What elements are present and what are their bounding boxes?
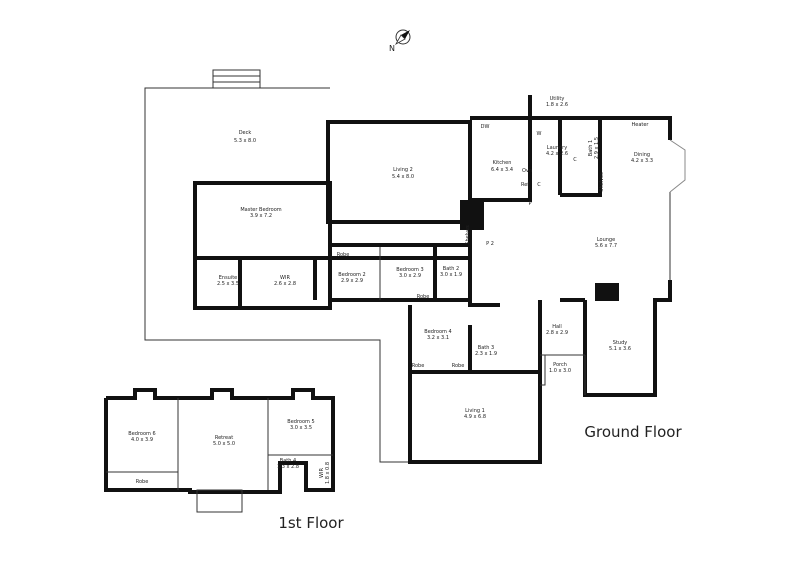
fixture-shelves: Shelves [465, 225, 471, 245]
room-label-master-bedroom: Master Bedroom [240, 207, 281, 213]
room-size: 2.6 x 2.8 [274, 281, 296, 287]
room-label-utility: Utility [550, 96, 565, 102]
room-size: 4.9 x 6.8 [464, 414, 486, 420]
room-size: 6.4 x 3.4 [491, 167, 513, 173]
fixture-robe: Robe [337, 252, 350, 258]
room-label-dining: Dining [634, 152, 650, 158]
room-size: 4.2 x 2.6 [546, 151, 568, 157]
room-size: 4.0 x 3.9 [131, 437, 153, 443]
room-label-living-2: Living 2 [393, 167, 413, 173]
room-size: 2.3 x 1.9 [475, 351, 497, 357]
room-label-hall: Hall [552, 324, 562, 330]
fixture-w: W [537, 131, 542, 137]
room-size: 5.4 x 8.0 [392, 174, 414, 180]
fixture-p2: P 2 [486, 241, 494, 247]
room-size: 1.0 x 3.0 [549, 368, 571, 374]
room-size: 1.8 x 0.8 [325, 462, 331, 484]
room-label-bath-1: Bath 1 [588, 140, 594, 156]
room-label-laundry: Laundry [547, 145, 567, 151]
room-label-lounge: Lounge [597, 237, 615, 243]
ground-floor-title: Ground Floor [584, 423, 682, 441]
room-label-bath-2: Bath 2 [443, 266, 459, 272]
room-size: 2.9 x 1.5 [594, 137, 600, 159]
fixture-heater: Heater [632, 122, 650, 128]
fixture-oven: Ovn [522, 168, 532, 174]
ground-floor-labels: Deck 5.3 x 8.0 Living 2 5.4 x 8.0 Kitche… [217, 96, 682, 441]
room-label-bedroom-3: Bedroom 3 [396, 267, 423, 273]
room-label-bedroom-6: Bedroom 6 [128, 431, 155, 437]
ground-floor-walls [193, 95, 686, 464]
room-size: 3.0 x 1.9 [440, 272, 462, 278]
room-size: 3.2 x 3.1 [427, 335, 449, 341]
room-size: 2.5 x 3.5 [217, 281, 239, 287]
fixture-shelves: Shelves [599, 172, 605, 192]
room-label-kitchen: Kitchen [493, 160, 512, 166]
room-label-bath-3: Bath 3 [478, 345, 494, 351]
fixture-c: C [573, 157, 577, 163]
room-label-ensuite: Ensuite [219, 275, 238, 281]
room-label-bedroom-2: Bedroom 2 [338, 272, 365, 278]
room-size: 3.0 x 3.5 [290, 425, 312, 431]
fixture-dw: DW [481, 124, 490, 130]
room-label-living-1: Living 1 [465, 408, 485, 414]
first-floor-title: 1st Floor [278, 514, 344, 532]
room-size: 1.8 x 2.6 [546, 102, 568, 108]
room-size: 5.3 x 8.0 [234, 138, 256, 144]
fixture-p: P [528, 201, 531, 207]
fixture-c: C [537, 182, 541, 188]
room-label-study: Study [613, 340, 627, 346]
first-floor-walls [104, 388, 335, 513]
fixture-robe: Robe [412, 363, 425, 369]
deck-outline [144, 69, 410, 463]
room-label-retreat: Retreat [215, 435, 233, 441]
fixture-ref: Ref [521, 182, 529, 188]
room-label-bedroom-4: Bedroom 4 [424, 329, 451, 335]
room-label-wir-upstairs: WIR [319, 468, 325, 478]
room-label-porch: Porch [553, 362, 567, 368]
room-label-bedroom-5: Bedroom 5 [287, 419, 314, 425]
room-label-bath-4: Bath 4 [280, 458, 296, 464]
room-size: 3.9 x 7.2 [250, 213, 272, 219]
fixture-robe: Robe [452, 363, 465, 369]
room-label-wir: WIR [280, 275, 290, 281]
room-size: 2.8 x 2.9 [546, 330, 568, 336]
room-label-deck: Deck [239, 130, 252, 136]
first-floor-labels: Bedroom 6 4.0 x 3.9 Retreat 5.0 x 5.0 Be… [128, 419, 344, 532]
compass-icon: N [389, 29, 411, 53]
room-size: 3.0 x 2.9 [399, 273, 421, 279]
room-size: 1.3 x 2.8 [277, 464, 299, 470]
room-size: 2.9 x 2.9 [341, 278, 363, 284]
room-size: 5.6 x 7.7 [595, 243, 617, 249]
room-size: 5.1 x 3.6 [609, 346, 631, 352]
fixture-robe: Robe [136, 479, 149, 485]
north-label: N [389, 44, 395, 53]
fixture-robe: Robe [417, 294, 430, 300]
room-size: 5.0 x 5.0 [213, 441, 235, 447]
room-size: 4.2 x 3.3 [631, 158, 653, 164]
